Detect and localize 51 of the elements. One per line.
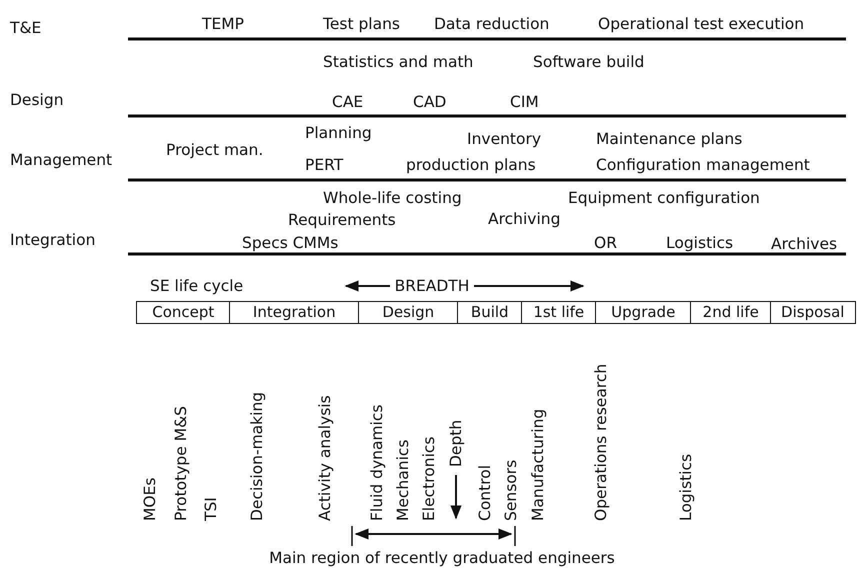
label: CAD <box>413 93 446 111</box>
discipline-label: Sensors <box>502 460 520 521</box>
row-heading: T&E <box>10 19 42 37</box>
life-cycle-stage: Design <box>358 301 458 324</box>
life-cycle-stage: Disposal <box>770 301 856 324</box>
label: Planning <box>305 124 372 142</box>
discipline-label: Control <box>476 464 494 521</box>
discipline-label: Electronics <box>420 436 438 521</box>
label: Whole-life costing <box>323 189 462 207</box>
label: Software build <box>533 53 644 71</box>
label: Equipment configuration <box>568 189 760 207</box>
discipline-label: Depth <box>447 420 465 467</box>
label: OR <box>594 234 617 252</box>
label: Logistics <box>666 234 734 252</box>
label: Requirements <box>288 211 396 229</box>
label: Maintenance plans <box>596 130 742 148</box>
row-heading: Integration <box>10 231 96 249</box>
discipline-label: MOEs <box>141 478 159 521</box>
row-heading: Management <box>10 151 112 169</box>
discipline-label: Fluid dynamics <box>368 404 386 521</box>
discipline-label: Prototype M&S <box>172 406 190 521</box>
label: Project man. <box>166 141 264 159</box>
discipline-label: Activity analysis <box>316 395 334 521</box>
label: TEMP <box>202 15 244 33</box>
discipline-label: Decision-making <box>248 392 266 521</box>
label: Archives <box>771 235 838 253</box>
label: Statistics and math <box>323 53 474 71</box>
discipline-label: Manufacturing <box>529 408 547 521</box>
discipline-label: TSI <box>202 497 220 521</box>
label: Test plans <box>323 15 400 33</box>
life-cycle-stage: 1st life <box>521 301 596 324</box>
label: PERT <box>305 156 344 174</box>
label: CAE <box>332 93 364 111</box>
label: CIM <box>510 93 539 111</box>
life-cycle-stage: 2nd life <box>690 301 772 324</box>
label: Archiving <box>488 210 560 228</box>
label: Data reduction <box>434 15 550 33</box>
life-cycle-stage: Upgrade <box>595 301 692 324</box>
label: Operational test execution <box>598 15 804 33</box>
life-cycle-stage: Integration <box>229 301 360 324</box>
label: Specs CMMs <box>242 234 338 252</box>
discipline-label: Mechanics <box>394 440 412 521</box>
row-heading: Design <box>10 91 64 109</box>
label: production plans <box>406 156 536 174</box>
discipline-label: Logistics <box>677 454 695 521</box>
life-cycle-stage: Build <box>457 301 522 324</box>
discipline-label: Operations research <box>592 364 610 521</box>
label: Inventory <box>467 130 542 148</box>
label: SE life cycle <box>150 277 244 295</box>
life-cycle-stage: Concept <box>136 301 230 324</box>
label: Configuration management <box>596 156 810 174</box>
